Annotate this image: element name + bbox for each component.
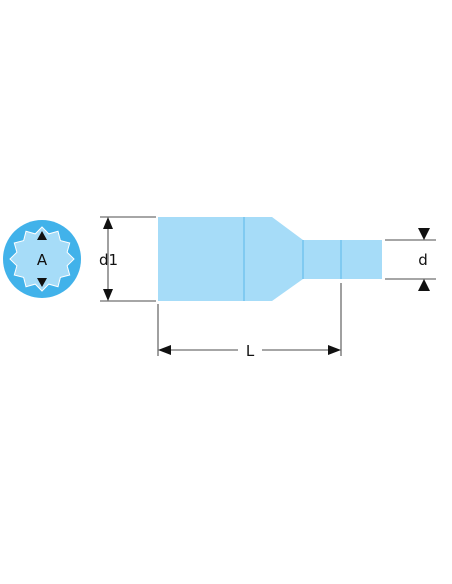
length-dimension: L (157, 283, 342, 360)
socket-side-view (158, 217, 382, 301)
l-arrow-left-icon (158, 345, 171, 355)
drive-diameter-label: d (418, 251, 428, 269)
socket-body (158, 217, 382, 301)
d-arrow-up-icon (418, 279, 430, 291)
twelve-point-socket-icon (9, 226, 75, 292)
d1-arrow-down-icon (103, 289, 113, 301)
length-label: L (246, 342, 255, 360)
drive-diameter-dimension: d (385, 228, 436, 291)
across-flats-arrow-up-icon (37, 231, 47, 240)
outer-diameter-label: d1 (99, 251, 118, 269)
d1-arrow-up-icon (103, 217, 113, 229)
socket-end-view: A (3, 220, 81, 298)
across-flats-arrow-down-icon (37, 278, 47, 287)
across-flats-label: A (37, 251, 48, 269)
d-arrow-down-icon (418, 228, 430, 240)
l-arrow-right-icon (328, 345, 341, 355)
outer-diameter-dimension: d1 (99, 216, 156, 302)
